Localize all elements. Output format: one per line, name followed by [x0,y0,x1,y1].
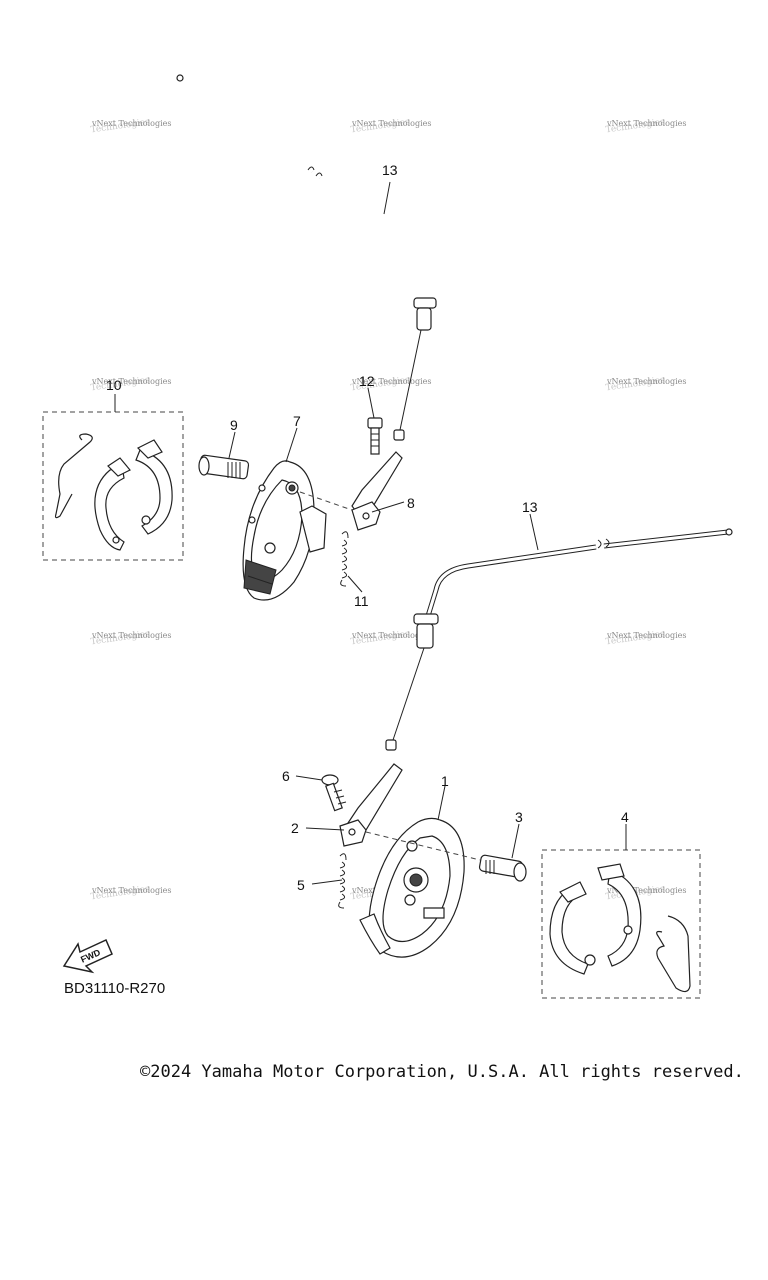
forward-arrow-icon: FWD [62,938,113,974]
brake-backplate-lower [359,817,465,958]
svg-text:vNext Technologies: vNext Technologies [606,886,686,895]
callout-11: 11 [354,593,369,609]
callout-6: 6 [282,768,290,784]
svg-text:vNext Technologies: vNext Technologies [351,631,431,640]
callout-10: 10 [106,377,122,393]
callout-9: 9 [230,417,238,433]
brake-camshaft-upper [198,454,250,480]
brake-camshaft-lower [478,854,527,882]
callout-13-lower: 13 [522,499,538,515]
return-spring-lower [338,853,347,909]
svg-text:vNext Technologies: vNext Technologies [606,119,686,128]
callout-8: 8 [407,495,415,511]
brake-cable-lower [385,528,733,751]
callout-4: 4 [621,809,629,825]
callout-7: 7 [293,413,301,429]
brake-shoe-kit-lower [549,863,691,993]
return-spring-upper [340,531,349,587]
lever-bolt-lower [321,774,347,812]
svg-text:vNext Technologies: vNext Technologies [606,377,686,386]
lever-bolt-upper [367,417,383,455]
brake-shoe-kit-upper [54,433,173,551]
brake-backplate-upper [242,460,327,601]
svg-text:vNext Technologies: vNext Technologies [91,119,171,128]
copyright-notice: ©2024 Yamaha Motor Corporation, U.S.A. A… [140,1062,744,1082]
svg-text:vNext Technologies: vNext Technologies [606,631,686,640]
svg-text:vNext Technologies: vNext Technologies [91,886,171,895]
callout-13-upper: 13 [382,162,398,178]
brake-cable-upper [176,74,437,441]
alignment-line-lower [365,831,481,861]
callout-3: 3 [515,809,523,825]
camshaft-lever-upper [351,451,403,531]
camshaft-lever-lower [339,763,403,847]
callout-1: 1 [441,773,449,789]
svg-text:vNext Technologies: vNext Technologies [351,119,431,128]
leader-lines [114,181,627,885]
svg-text:vNext Technologies: vNext Technologies [91,377,171,386]
callout-5: 5 [297,877,305,893]
diagram-code: BD31110-R270 [64,980,165,997]
callout-12: 12 [359,373,375,389]
callout-2: 2 [291,820,299,836]
svg-text:vNext Technologies: vNext Technologies [91,631,171,640]
alignment-line-upper [299,491,353,511]
svg-text:vNext Technologies: vNext Technologies [351,377,431,386]
